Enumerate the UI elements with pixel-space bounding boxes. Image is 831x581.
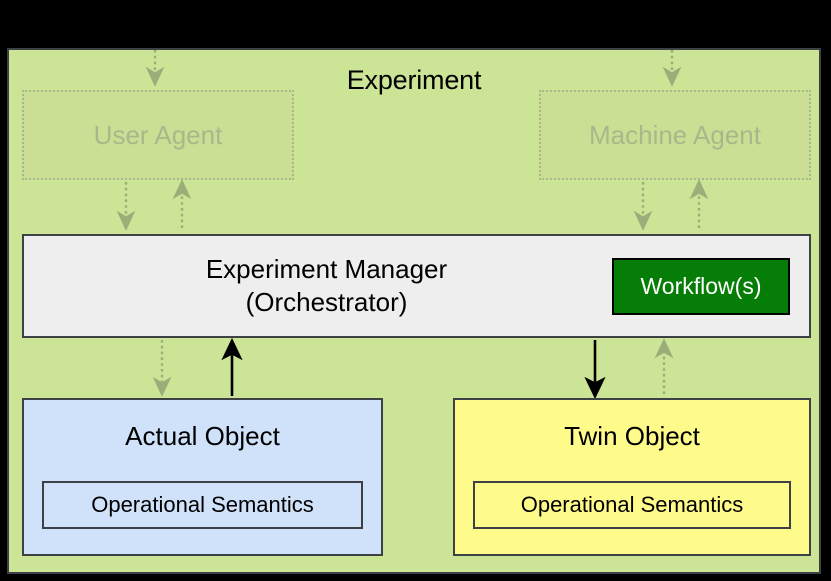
actual-object-title: Actual Object — [125, 421, 280, 451]
page-title: Experiment — [346, 65, 482, 95]
experiment-manager-title: Experiment Manager — [205, 253, 448, 284]
actual-object-box[interactable]: Actual Object Operational Semantics — [22, 398, 383, 556]
experiment-manager-label: Experiment Manager (Orchestrator) — [24, 236, 809, 336]
twin-object-box[interactable]: Twin Object Operational Semantics — [453, 398, 811, 556]
experiment-panel: Experiment — [7, 48, 821, 574]
machine-agent-label: Machine Agent — [588, 119, 761, 150]
actual-object-operational-semantics-label: Operational Semantics — [91, 492, 314, 517]
workflow-label: Workflow(s) — [640, 273, 762, 299]
machine-agent-box[interactable]: Machine Agent — [539, 90, 811, 180]
actual-object-operational-semantics-box[interactable]: Operational Semantics — [42, 481, 363, 529]
user-agent-label: User Agent — [93, 119, 223, 150]
twin-object-operational-semantics-label: Operational Semantics — [520, 492, 744, 517]
twin-object-title: Twin Object — [564, 421, 700, 451]
user-agent-box[interactable]: User Agent — [22, 90, 294, 180]
experiment-manager-box[interactable]: Experiment Manager (Orchestrator) Workfl… — [22, 234, 811, 338]
experiment-manager-subtitle: (Orchestrator) — [245, 287, 408, 317]
twin-object-operational-semantics-box[interactable]: Operational Semantics — [473, 481, 791, 529]
workflow-box[interactable]: Workflow(s) — [612, 258, 790, 315]
